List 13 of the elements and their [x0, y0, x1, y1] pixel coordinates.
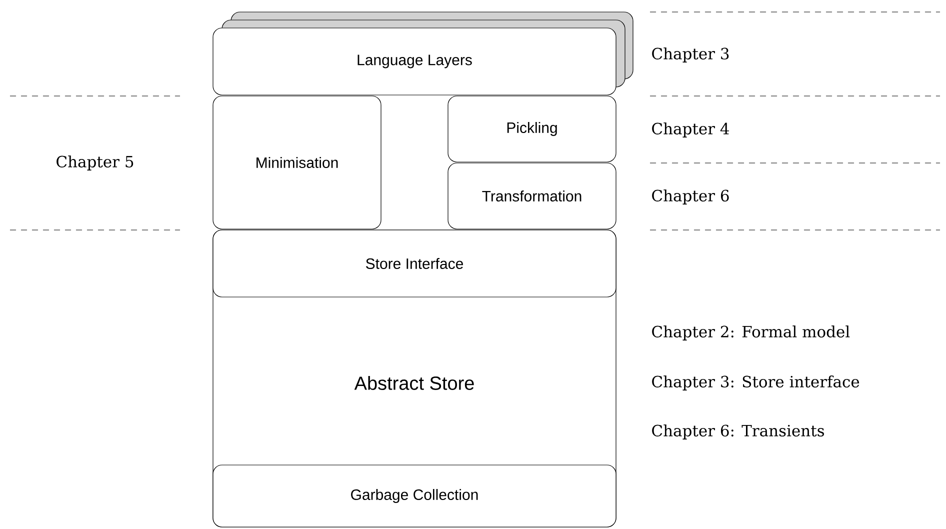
layer-box: Language Layers	[212, 28, 616, 96]
chapter-label: Chapter 4	[652, 122, 729, 138]
chapter-label: Chapter 3	[652, 48, 729, 62]
layer-box: Pickling	[448, 96, 616, 162]
chapter-label: Chapter 3: Store interface	[652, 376, 860, 390]
sub-layer-box: Garbage Collection	[212, 464, 616, 528]
chapter-label: Chapter 2: Formal model	[652, 326, 850, 340]
chapter-label: Chapter 5	[56, 156, 134, 170]
chapter-label: Chapter 6	[652, 190, 729, 204]
layer-box: Minimisation	[212, 96, 382, 230]
layer-box: Transformation	[448, 162, 616, 230]
chapter-label: Chapter 6: Transients	[652, 424, 824, 440]
sub-layer-box: Store Interface	[212, 230, 616, 298]
